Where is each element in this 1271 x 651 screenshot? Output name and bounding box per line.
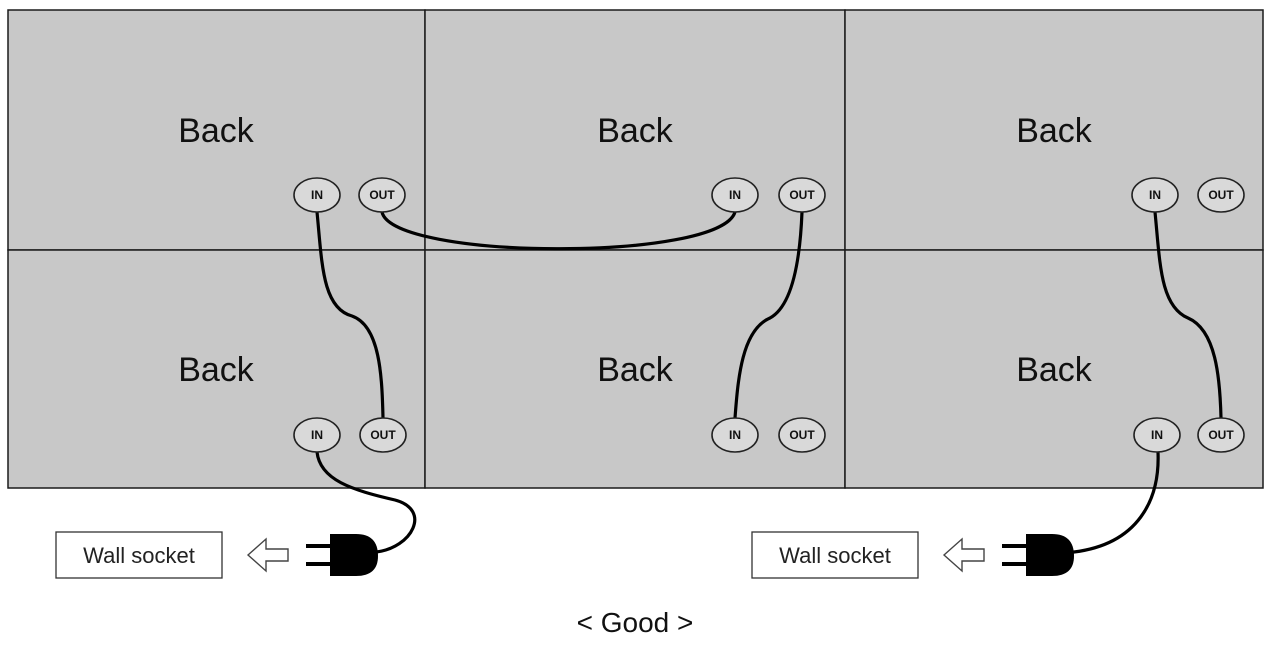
panel-background [7,249,426,489]
panel-label: Back [1016,112,1093,150]
wall-socket-left-group: Wall socket [55,531,378,579]
port-in-label: IN [311,188,323,202]
port-in-label: IN [1149,188,1161,202]
plug-prong-bottom [1002,562,1028,566]
panel-label: Back [597,351,674,389]
panel-label: Back [1016,351,1093,389]
panel-top-right: Back [844,9,1264,251]
panel-label: Back [178,112,255,150]
cable-bottom-left-out-to-top-left-in [315,210,385,420]
port-out: OUT [1197,417,1245,453]
panel-bottom-left: Back [7,249,426,489]
plug-prong-top [306,544,332,548]
panel-background [844,249,1264,489]
panel-bottom-center: Back [424,249,846,489]
cable-bottom-right-out-to-top-right-in [1153,210,1223,420]
panel-background [424,249,846,489]
port-out-label: OUT [370,428,396,442]
port-out: OUT [778,417,826,453]
plug-prong-bottom [306,562,332,566]
wall-socket-box [751,531,919,579]
port-out-ring [359,417,407,453]
port-out: OUT [359,417,407,453]
port-out-label: OUT [1208,428,1234,442]
panel-grid: Back Back Back Back Back Back [7,9,1264,489]
port-out-label: OUT [1208,188,1234,202]
port-out: OUT [778,177,826,213]
port-in-label: IN [729,428,741,442]
port-out-ring [1197,177,1245,213]
port-out-label: OUT [789,188,815,202]
panel-top-left: Back [7,9,426,251]
port-in-label: IN [311,428,323,442]
port-in-ring [1131,177,1179,213]
port-in-ring [1133,417,1181,453]
port-in-ring [711,177,759,213]
plug-body [330,534,378,576]
port-out-label: OUT [789,428,815,442]
panel-background [7,9,426,251]
panel-top-center: Back [424,9,846,251]
panel-background [424,9,846,251]
port-out-ring [778,177,826,213]
port-in: IN [1131,177,1179,213]
wall-socket-right-group: Wall socket [751,531,1074,579]
port-in: IN [293,177,341,213]
cable-top-left-out-to-top-center-in [380,210,737,251]
port-in-ring [293,417,341,453]
port-in-ring [293,177,341,213]
ports: IN OUT IN OUT IN OUT IN [293,177,1245,453]
cables [315,210,1223,554]
port-out-label: OUT [369,188,395,202]
port-out-ring [358,177,406,213]
plug-prong-top [1002,544,1028,548]
port-in: IN [293,417,341,453]
port-in-label: IN [729,188,741,202]
diagram-caption: < Good > [577,607,694,638]
left-arrow-icon [942,537,985,573]
port-out-ring [778,417,826,453]
plug-body [1026,534,1074,576]
port-in: IN [711,177,759,213]
cable-top-center-out-to-bottom-center-in [733,210,804,420]
left-arrow-icon [246,537,289,573]
panel-bottom-right: Back [844,249,1264,489]
port-in: IN [1133,417,1181,453]
cable-right-plug-to-bottom-right-in [1072,450,1160,554]
panel-label: Back [597,112,674,150]
port-in-label: IN [1151,428,1163,442]
wall-socket-label: Wall socket [83,543,195,568]
port-out: OUT [1197,177,1245,213]
panel-label: Back [178,351,255,389]
port-in: IN [711,417,759,453]
panel-background [844,9,1264,251]
plug-icon [1002,534,1074,576]
plug-icon [306,534,378,576]
port-in-ring [711,417,759,453]
port-out: OUT [358,177,406,213]
wall-socket-label: Wall socket [779,543,891,568]
cable-left-plug-to-bottom-left-in [315,450,417,554]
port-out-ring [1197,417,1245,453]
wall-socket-box [55,531,223,579]
